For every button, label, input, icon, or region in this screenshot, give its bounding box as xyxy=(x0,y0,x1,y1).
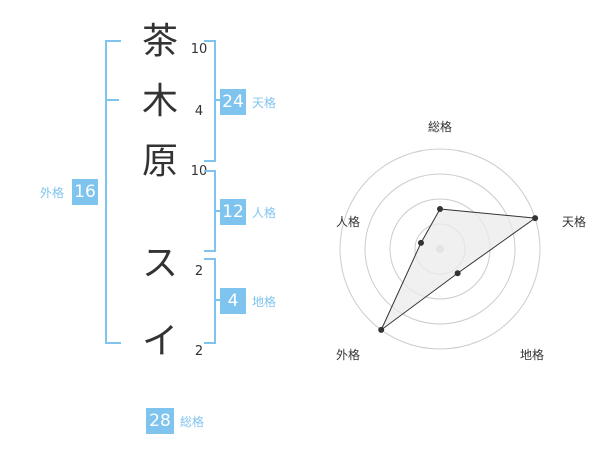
name-char-1: 茶 xyxy=(141,21,178,62)
name-char-3: 原 xyxy=(141,141,178,182)
radar-axis-label-4: 外格 xyxy=(336,347,360,362)
jinkaku-value: 12 xyxy=(220,199,246,225)
stroke-count-2: 4 xyxy=(194,104,204,119)
gaikaku-value: 16 xyxy=(72,179,98,205)
name-char-2: 木 xyxy=(141,81,178,122)
tenkaku-label: 天格 xyxy=(252,96,277,110)
gaikaku-bracket xyxy=(105,40,121,344)
stroke-count-1: 10 xyxy=(190,42,208,57)
chikaku-value: 4 xyxy=(220,288,246,314)
name-char-5: イ xyxy=(141,321,178,362)
stroke-count-5: 2 xyxy=(194,344,204,359)
soukaku-value: 28 xyxy=(146,408,174,434)
name-char-4: ス xyxy=(141,243,178,284)
radar-grid-ring xyxy=(364,173,516,325)
tenkaku-value: 24 xyxy=(220,89,246,115)
chikaku-bracket xyxy=(204,258,216,344)
tenkaku-connector xyxy=(214,99,222,101)
radar-point-5 xyxy=(417,239,424,246)
radar-axis-label-1: 総格 xyxy=(428,119,452,134)
radar-series-area xyxy=(380,208,537,331)
gaikaku-bracket-tick xyxy=(107,99,119,101)
radar-point-2 xyxy=(532,215,539,222)
radar-point-1 xyxy=(437,206,443,212)
tenkaku-bracket xyxy=(204,40,216,162)
radar-point-3 xyxy=(454,270,461,277)
radar-axis-label-5: 人格 xyxy=(336,214,360,229)
radar-axis-label-3: 地格 xyxy=(520,347,544,362)
radar-axis-label-2: 天格 xyxy=(562,214,586,229)
jinkaku-label: 人格 xyxy=(252,206,277,220)
stroke-count-4: 2 xyxy=(194,264,204,279)
chikaku-label: 地格 xyxy=(252,295,277,309)
radar-grid-ring xyxy=(339,148,541,350)
radar-point-4 xyxy=(378,326,385,333)
jinkaku-connector xyxy=(214,210,222,212)
chikaku-connector xyxy=(214,299,222,301)
stroke-count-3: 10 xyxy=(190,164,208,179)
gaikaku-label: 外格 xyxy=(40,186,65,200)
soukaku-label: 総格 xyxy=(180,415,205,429)
